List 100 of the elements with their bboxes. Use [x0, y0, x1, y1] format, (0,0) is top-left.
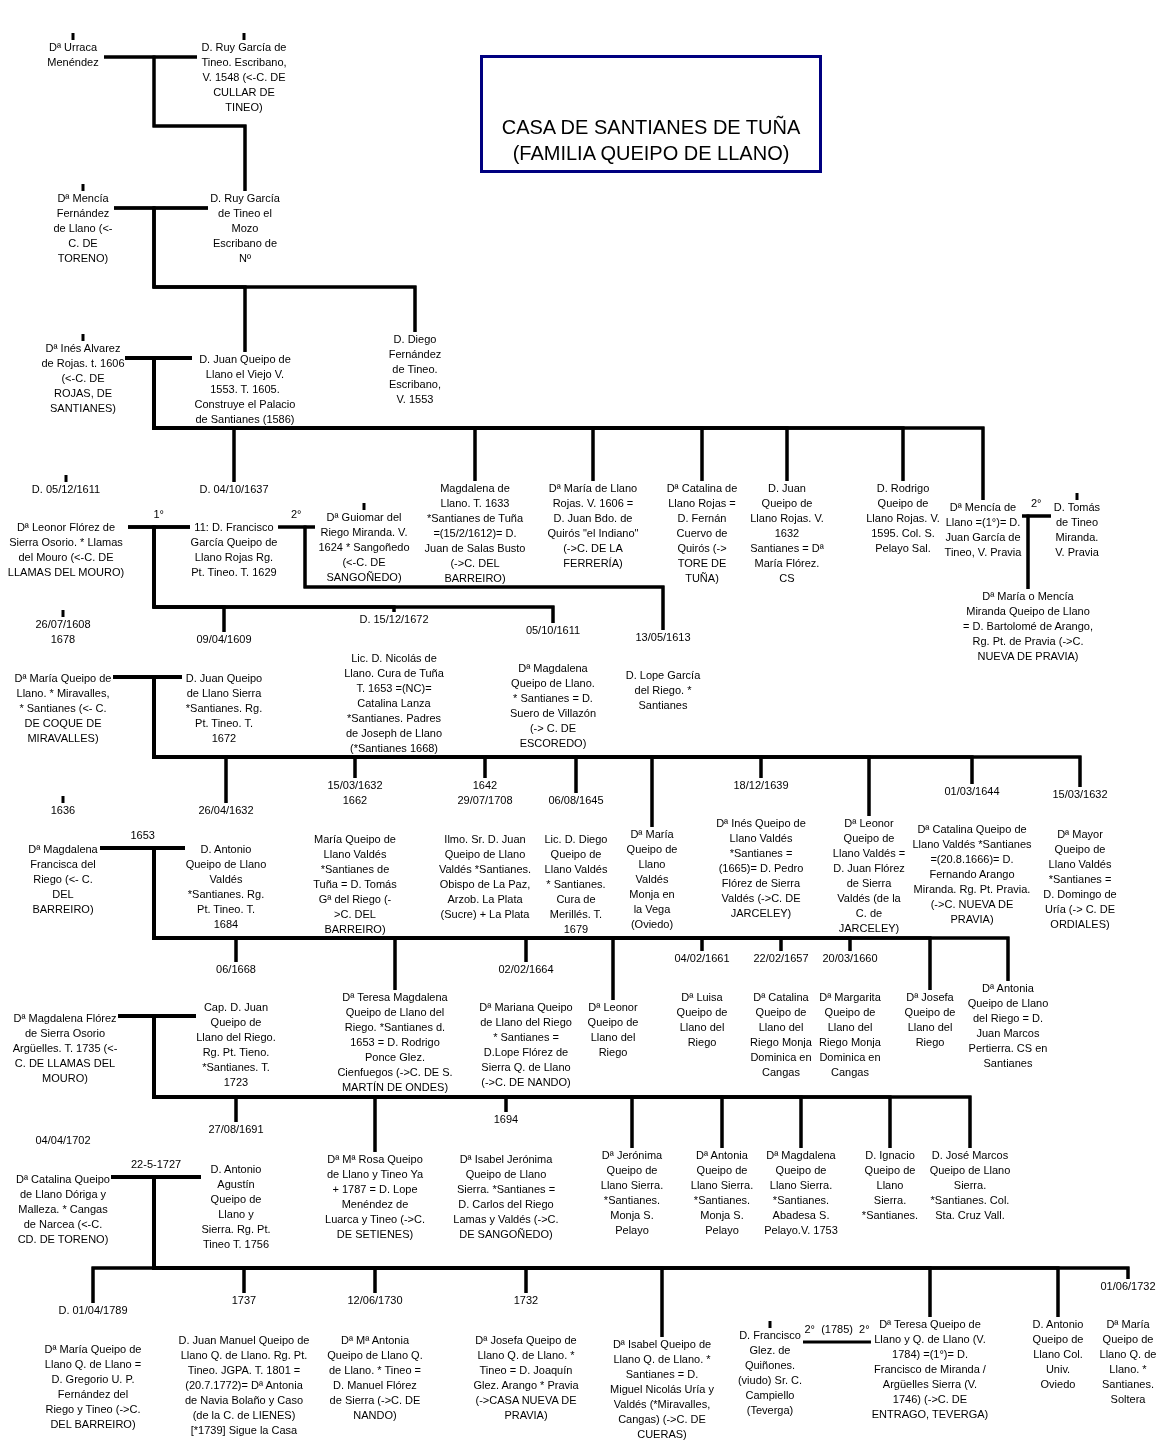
person-text: Dª Magdalena Queipo de Llano. * Santianes = D. Suero de Villazón (-> C. DE ESCOREDO) [509, 661, 597, 751]
person-text: D. Antonio Agustín Queipo de Llano y Sierra. Rg. Pt. Tineo T. 1756 [201, 1162, 271, 1252]
person-text: Cap. D. Juan Queipo de Llano del Riego. Rg. Pt. Tieno. *Santianes. T. 1723 [196, 1000, 276, 1090]
person-text: Dª Inés Alvarez de Rojas. t. 1606 (<-C. DE ROJAS, DE SANTIANES) [41, 341, 125, 416]
person-text: D. Juan Queipo de Llano el Viejo V. 1553. T. 1605. Construye el Palacio de Santianes (1586) [193, 352, 297, 427]
person-text: Dª Inés Queipo de Llano Valdés *Santianes =(1665)= D. Pedro Flórez de Sierra Valdés (->C. DE JARCELEY) [715, 816, 807, 921]
date-label: D. 05/12/1611 [30, 482, 102, 497]
person-text: Dª Mª Antonia Queipo de Llano Q. de Llano. * Tineo = D. Manuel Flórez de Sierra (->C. DE NANDO) [326, 1333, 424, 1423]
connector-line [278, 525, 315, 529]
person-text: María Queipo de Llano Valdés *Santianes de Tuña = D. Tomás Gª del Riego (->C. DEL BARREIRO) [312, 832, 398, 937]
date-label: 02/02/1664 [497, 962, 555, 977]
date-label: 1737 [230, 1293, 258, 1308]
person-text: D. Juan Queipo de Llano Rojas. V. 1632 Santianes = Dª María Flórez. CS [749, 481, 825, 586]
person-text: 11: D. Francisco García Queipo de Llano Rojas Rg. Pt. Tineo. T. 1629 [190, 520, 278, 580]
person-text: D. Ruy García de Tineo. Escribano, V. 1548 (<-C. DE CULLAR DE TINEO) [200, 40, 288, 115]
date-label: 1678 [49, 632, 77, 647]
connector-line [803, 1340, 871, 1344]
person-text: Dª María o Mencía Miranda Queipo de Llano = D. Bartolomé de Arango, Rg. Pt. de Pravia (->C. NUEVA DE PRAVIA) [962, 589, 1094, 664]
stub-line [362, 503, 366, 510]
person-text: Dª Luisa Queipo de Llano del Riego [675, 990, 729, 1050]
date-label: D. 15/12/1672 [358, 612, 430, 627]
person-text: Ilmo. Sr. D. Juan Queipo de Llano Valdés *Santianes. Obispo de La Paz, Arzob. La Plata (Sucre) + La Plata [437, 832, 533, 922]
person-text: Dª Margarita Queipo de Llano del Riego Monja Dominica en Cangas [818, 990, 882, 1080]
person-text: Dª Josefa Queipo de Llano Q. de Llano. * Tineo = D. Joaquín Glez. Arango * Pravia (->CASA NUEVA DE PRAVIA) [473, 1333, 579, 1423]
date-label: 06/08/1645 [547, 793, 605, 808]
date-label: 12/06/1730 [346, 1293, 404, 1308]
date-label: 27/08/1691 [207, 1122, 265, 1137]
person-text: Dª Mª Rosa Queipo de Llano y Tineo Ya + 1787 = D. Lope Menéndez de Luarca y Tineo (->C. DE SETIENES) [325, 1152, 425, 1242]
stub-line [61, 796, 65, 803]
connector-line [104, 55, 197, 59]
person-text: D. Lope García del Riego. * Santianes [624, 668, 702, 713]
person-text: Dª Magdalena Flórez de Sierra Osorio Argüelles. T. 1735 (<-C. DE LLAMAS DEL MOURO) [12, 1011, 118, 1086]
date-label: 13/05/1613 [634, 630, 692, 645]
person-text: Dª María Queipo de Llano Q. de Llano = D. Gregorio U. P. Fernández del Riego y Tineo (->C. DEL BARREIRO) [44, 1342, 142, 1432]
date-label: 22/02/1657 [752, 951, 810, 966]
connector-line [114, 206, 208, 210]
person-text: D. Diego Fernández de Tineo. Escribano, V. 1553 [387, 332, 443, 407]
connector-line [1022, 514, 1051, 518]
person-text: Dª María Queipo de Llano. * Miravalles, * Santianes (<- C. DE COQUE DE MIRAVALLES) [13, 671, 113, 746]
person-text: D. Juan Queipo de Llano Sierra *Santianes. Rg. Pt. Tineo. T. 1672 [184, 671, 264, 746]
date-label: D. 04/10/1637 [198, 482, 270, 497]
date-label: 1642 [471, 778, 499, 793]
stub-line [64, 475, 68, 482]
person-text: D. Juan Manuel Queipo de Llano Q. de Llano. Rg. Pt. Tineo. JGPA. T. 1801 =(20.7.1772)= Dª Antonia de Navia Bolaño y Caso (de la C. de LIENES) [*1739] Sigue la Casa [178, 1333, 310, 1438]
person-text: Magdalena de Llano. T. 1633 *Santianes de Tuña =(15/2/1612)= D. Juan de Salas Busto (->C. DEL BARREIRO) [424, 481, 526, 586]
date-label: 04/02/1661 [673, 951, 731, 966]
person-text: Dª Catalina Queipo de Llano Dóriga y Malleza. * Cangas de Narcea (<-C. CD. DE TORENO) [15, 1172, 111, 1247]
person-text: Dª Isabel Queipo de Llano Q. de Llano. * Santianes = D. Miguel Nicolás Uría y Valdés (*Miravalles, Cangas) (->C. DE CUERAS) [610, 1337, 714, 1442]
connector-line [128, 525, 190, 529]
date-label: 04/04/1702 [34, 1133, 92, 1148]
date-label: 15/03/1632 [326, 778, 384, 793]
date-label: 1636 [49, 803, 77, 818]
date-label: 18/12/1639 [732, 778, 790, 793]
connector-line [118, 1014, 196, 1018]
date-label: 15/03/1632 [1051, 787, 1109, 802]
person-text: Dª Mariana Queipo de Llano del Riego * Santianes = D.Lope Flórez de Sierra Q. de Llano (->C. DE NANDO) [478, 1000, 574, 1090]
person-text: Dª Mayor Queipo de Llano Valdés *Santianes = D. Domingo de Uría (-> C. DE ORDIALES) [1042, 827, 1118, 932]
title-box: CASA DE SANTIANES DE TUÑA (FAMILIA QUEIPO DE LLANO) [480, 55, 822, 173]
person-text: Dª Urraca Menéndez [46, 40, 100, 70]
person-text: Dª Jerónima Queipo de Llano Sierra. *Santianes. Monja S. Pelayo [599, 1148, 665, 1238]
connector-line [111, 1175, 201, 1179]
person-text: Dª María Queipo de Llano Valdés Monja en la Vega (Oviedo) [626, 827, 678, 932]
person-text: D. Antonio Queipo de Llano Valdés *Santianes. Rg. Pt. Tineo. T. 1684 [185, 842, 267, 932]
date-label: 01/03/1644 [943, 784, 1001, 799]
date-label: D. 01/04/1789 [57, 1303, 129, 1318]
connector-line [125, 356, 192, 360]
person-text: Dª María de Llano Rojas. V. 1606 = D. Juan Bdo. de Quirós "el Indiano" (->C. DE LA FERRERÍA) [546, 481, 640, 571]
person-text: D. Tomás de Tineo Miranda. V. Pravia [1052, 500, 1102, 560]
person-text: Dª Antonia Queipo de Llano del Riego = D. Juan Marcos Pertierra. CS en Santianes [966, 981, 1050, 1071]
date-label: 01/06/1732 [1099, 1279, 1157, 1294]
stub-line [61, 610, 65, 617]
date-label: 05/10/1611 [524, 623, 582, 638]
person-text: Dª Mencía Fernández de Llano (<-C. DE TORENO) [52, 191, 114, 266]
date-label: 1694 [492, 1112, 520, 1127]
person-text: Dª Magdalena Francisca del Riego (<- C. DEL BARREIRO) [27, 842, 99, 917]
person-text: Dª María Queipo de Llano Q. de Llano. * Santianes. Soltera [1098, 1317, 1158, 1407]
person-text: Dª Mencía de Llano =(1°)= D. Juan García de Tineo, V. Pravia [944, 500, 1022, 560]
person-text: Dª Teresa Queipo de Llano y Q. de Llano (V. 1784) =(1°)= D. Francisco de Miranda / Argüelles Sierra (V. 1746) (->C. DE ENTRAGO, TEVERGA) [871, 1317, 989, 1422]
person-text: Dª Catalina de Llano Rojas = D. Fernán Cuervo de Quirós (-> TORE DE TUÑA) [665, 481, 739, 586]
date-label: 20/03/1660 [821, 951, 879, 966]
person-text: Dª Leonor Queipo de Llano Valdés = D. Juan Flórez de Sierra Valdés (de la C. de JARCELEY) [831, 816, 907, 936]
person-text: Dª Guiomar del Riego Miranda. V. 1624 * Sangoñedo (<-C. DE SANGOÑEDO) [317, 510, 411, 585]
person-text: Lic. D. Diego Queipo de Llano Valdés * Santianes. Cura de Merillés. T. 1679 [543, 832, 609, 937]
date-label: 1732 [512, 1293, 540, 1308]
date-label: 26/07/1608 [34, 617, 92, 632]
date-label: 26/04/1632 [197, 803, 255, 818]
date-label: 09/04/1609 [195, 632, 253, 647]
person-text: Lic. D. Nicolás de Llano. Cura de Tuña T. 1653 =(NC)= Catalina Lanza *Santianes. Padres de Joseph de Llano (*Santianes 1668) [343, 651, 445, 756]
stub-line [768, 1321, 772, 1328]
person-text: D. Rodrigo Queipo de Llano Rojas. V. 1595. Col. S. Pelayo Sal. [866, 481, 940, 556]
person-text: Dª Teresa Magdalena Queipo de Llano del Riego. *Santianes d. 1653 = D. Rodrigo Ponce Glez. Cienfuegos (->C. DE S. MARTÍN DE ONDES) [336, 990, 454, 1095]
date-label: 29/07/1708 [456, 793, 514, 808]
edge-label: 2° (1785) 2° [803, 1322, 871, 1337]
stub-line [242, 33, 246, 40]
person-text: Dª Josefa Queipo de Llano del Riego [904, 990, 956, 1050]
stub-line [1075, 493, 1079, 500]
person-text: D. Antonio Queipo de Llano Col. Univ. Oviedo [1031, 1317, 1085, 1392]
date-label: 1662 [341, 793, 369, 808]
person-text: D. Ignacio Queipo de Llano Sierra. *Santianes. [860, 1148, 920, 1223]
person-text: D. Ruy García de Tineo el Mozo Escribano de Nº [209, 191, 281, 266]
